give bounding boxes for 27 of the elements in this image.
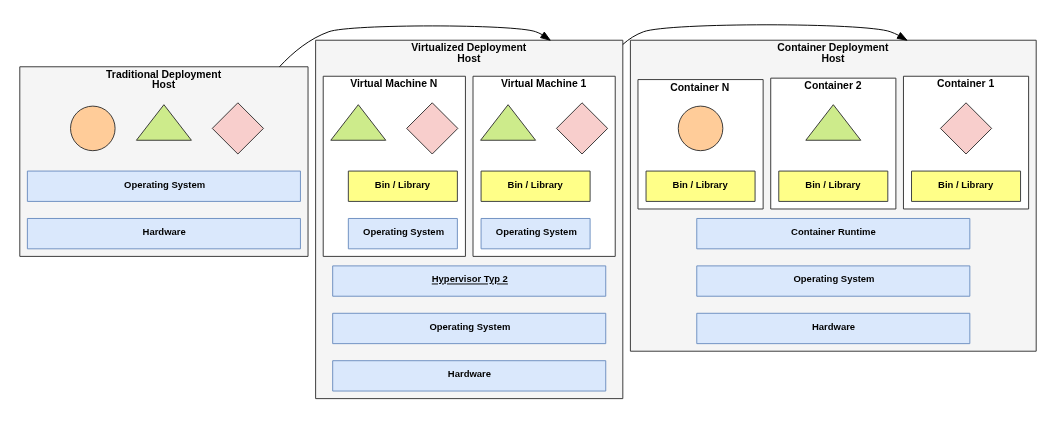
node-triangle	[480, 103, 537, 141]
node-box: Operating System	[480, 217, 591, 249]
node-box: Container Runtime	[696, 217, 971, 249]
node-diamond	[939, 101, 993, 154]
node-box: Bin / Library	[778, 170, 889, 202]
node-box: Bin / Library	[645, 170, 756, 202]
arrow	[622, 23, 908, 45]
arrow	[279, 24, 551, 67]
node-box: Hardware	[332, 359, 607, 391]
node-box: Operating System	[347, 217, 458, 249]
node-box: Bin / Library	[347, 170, 458, 202]
node-triangle	[805, 103, 862, 141]
node-box: Operating System	[26, 170, 301, 202]
node-box: Hypervisor Typ 2	[332, 264, 607, 297]
node-triangle	[330, 103, 387, 141]
node-diamond	[211, 101, 264, 154]
node-circle	[677, 105, 724, 151]
node-box: Operating System	[332, 312, 607, 344]
node-circle	[70, 105, 116, 151]
node-box: Hardware	[696, 312, 971, 344]
node-box: Bin / Library	[480, 170, 591, 202]
node-box: Bin / Library	[911, 170, 1022, 202]
node-diamond	[406, 101, 459, 154]
node-box: Hardware	[26, 217, 301, 249]
node-triangle	[135, 103, 192, 141]
node-diamond	[555, 101, 609, 154]
node-box: Operating System	[696, 264, 971, 297]
